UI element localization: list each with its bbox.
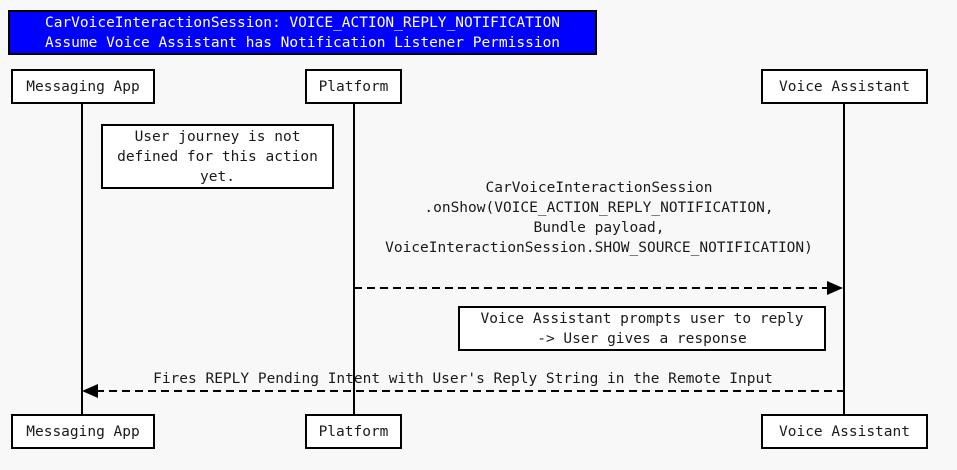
- note-prompt-user-line-1: Voice Assistant prompts user to reply: [480, 310, 804, 327]
- note-user-journey-line-2: defined for this action: [117, 148, 318, 165]
- message-reply-intent-arrowhead: [82, 384, 98, 398]
- lifeline-voice-assistant: [843, 104, 845, 414]
- message-onshow-label: CarVoiceInteractionSession .onShow(VOICE…: [354, 178, 844, 258]
- note-user-journey-line-3: yet.: [200, 168, 235, 185]
- message-reply-intent-line-1: Fires REPLY Pending Intent with User's R…: [153, 371, 773, 387]
- diagram-title-banner: CarVoiceInteractionSession: VOICE_ACTION…: [8, 10, 597, 55]
- message-onshow-line-1: CarVoiceInteractionSession: [485, 180, 713, 196]
- participant-top-messaging-app[interactable]: Messaging App: [11, 69, 155, 104]
- message-onshow-line-2: .onShow(VOICE_ACTION_REPLY_NOTIFICATION,: [424, 200, 774, 216]
- participant-top-voice-assistant[interactable]: Voice Assistant: [761, 69, 928, 104]
- message-onshow-arrowhead: [827, 281, 843, 295]
- message-reply-intent-label: Fires REPLY Pending Intent with User's R…: [82, 369, 844, 389]
- message-onshow-line-3: Bundle payload,: [533, 220, 665, 236]
- participant-top-platform[interactable]: Platform: [305, 69, 402, 104]
- participant-bottom-platform[interactable]: Platform: [305, 414, 402, 449]
- note-prompt-user-line-2: -> User gives a response: [537, 330, 747, 347]
- note-user-journey: User journey is not defined for this act…: [101, 124, 334, 189]
- lifeline-messaging-app: [81, 104, 83, 414]
- diagram-title-line-2: Assume Voice Assistant has Notification …: [44, 34, 561, 51]
- participant-bottom-messaging-app[interactable]: Messaging App: [11, 414, 155, 449]
- participant-bottom-voice-assistant[interactable]: Voice Assistant: [761, 414, 928, 449]
- lifeline-platform: [353, 104, 355, 414]
- message-reply-intent-arrow: [82, 384, 844, 398]
- note-user-journey-line-1: User journey is not: [134, 128, 301, 145]
- message-onshow-line-4: VoiceInteractionSession.SHOW_SOURCE_NOTI…: [385, 240, 813, 256]
- message-onshow-arrow: [354, 281, 843, 295]
- diagram-title-line-1: CarVoiceInteractionSession: VOICE_ACTION…: [44, 14, 561, 31]
- note-prompt-user: Voice Assistant prompts user to reply ->…: [458, 306, 826, 351]
